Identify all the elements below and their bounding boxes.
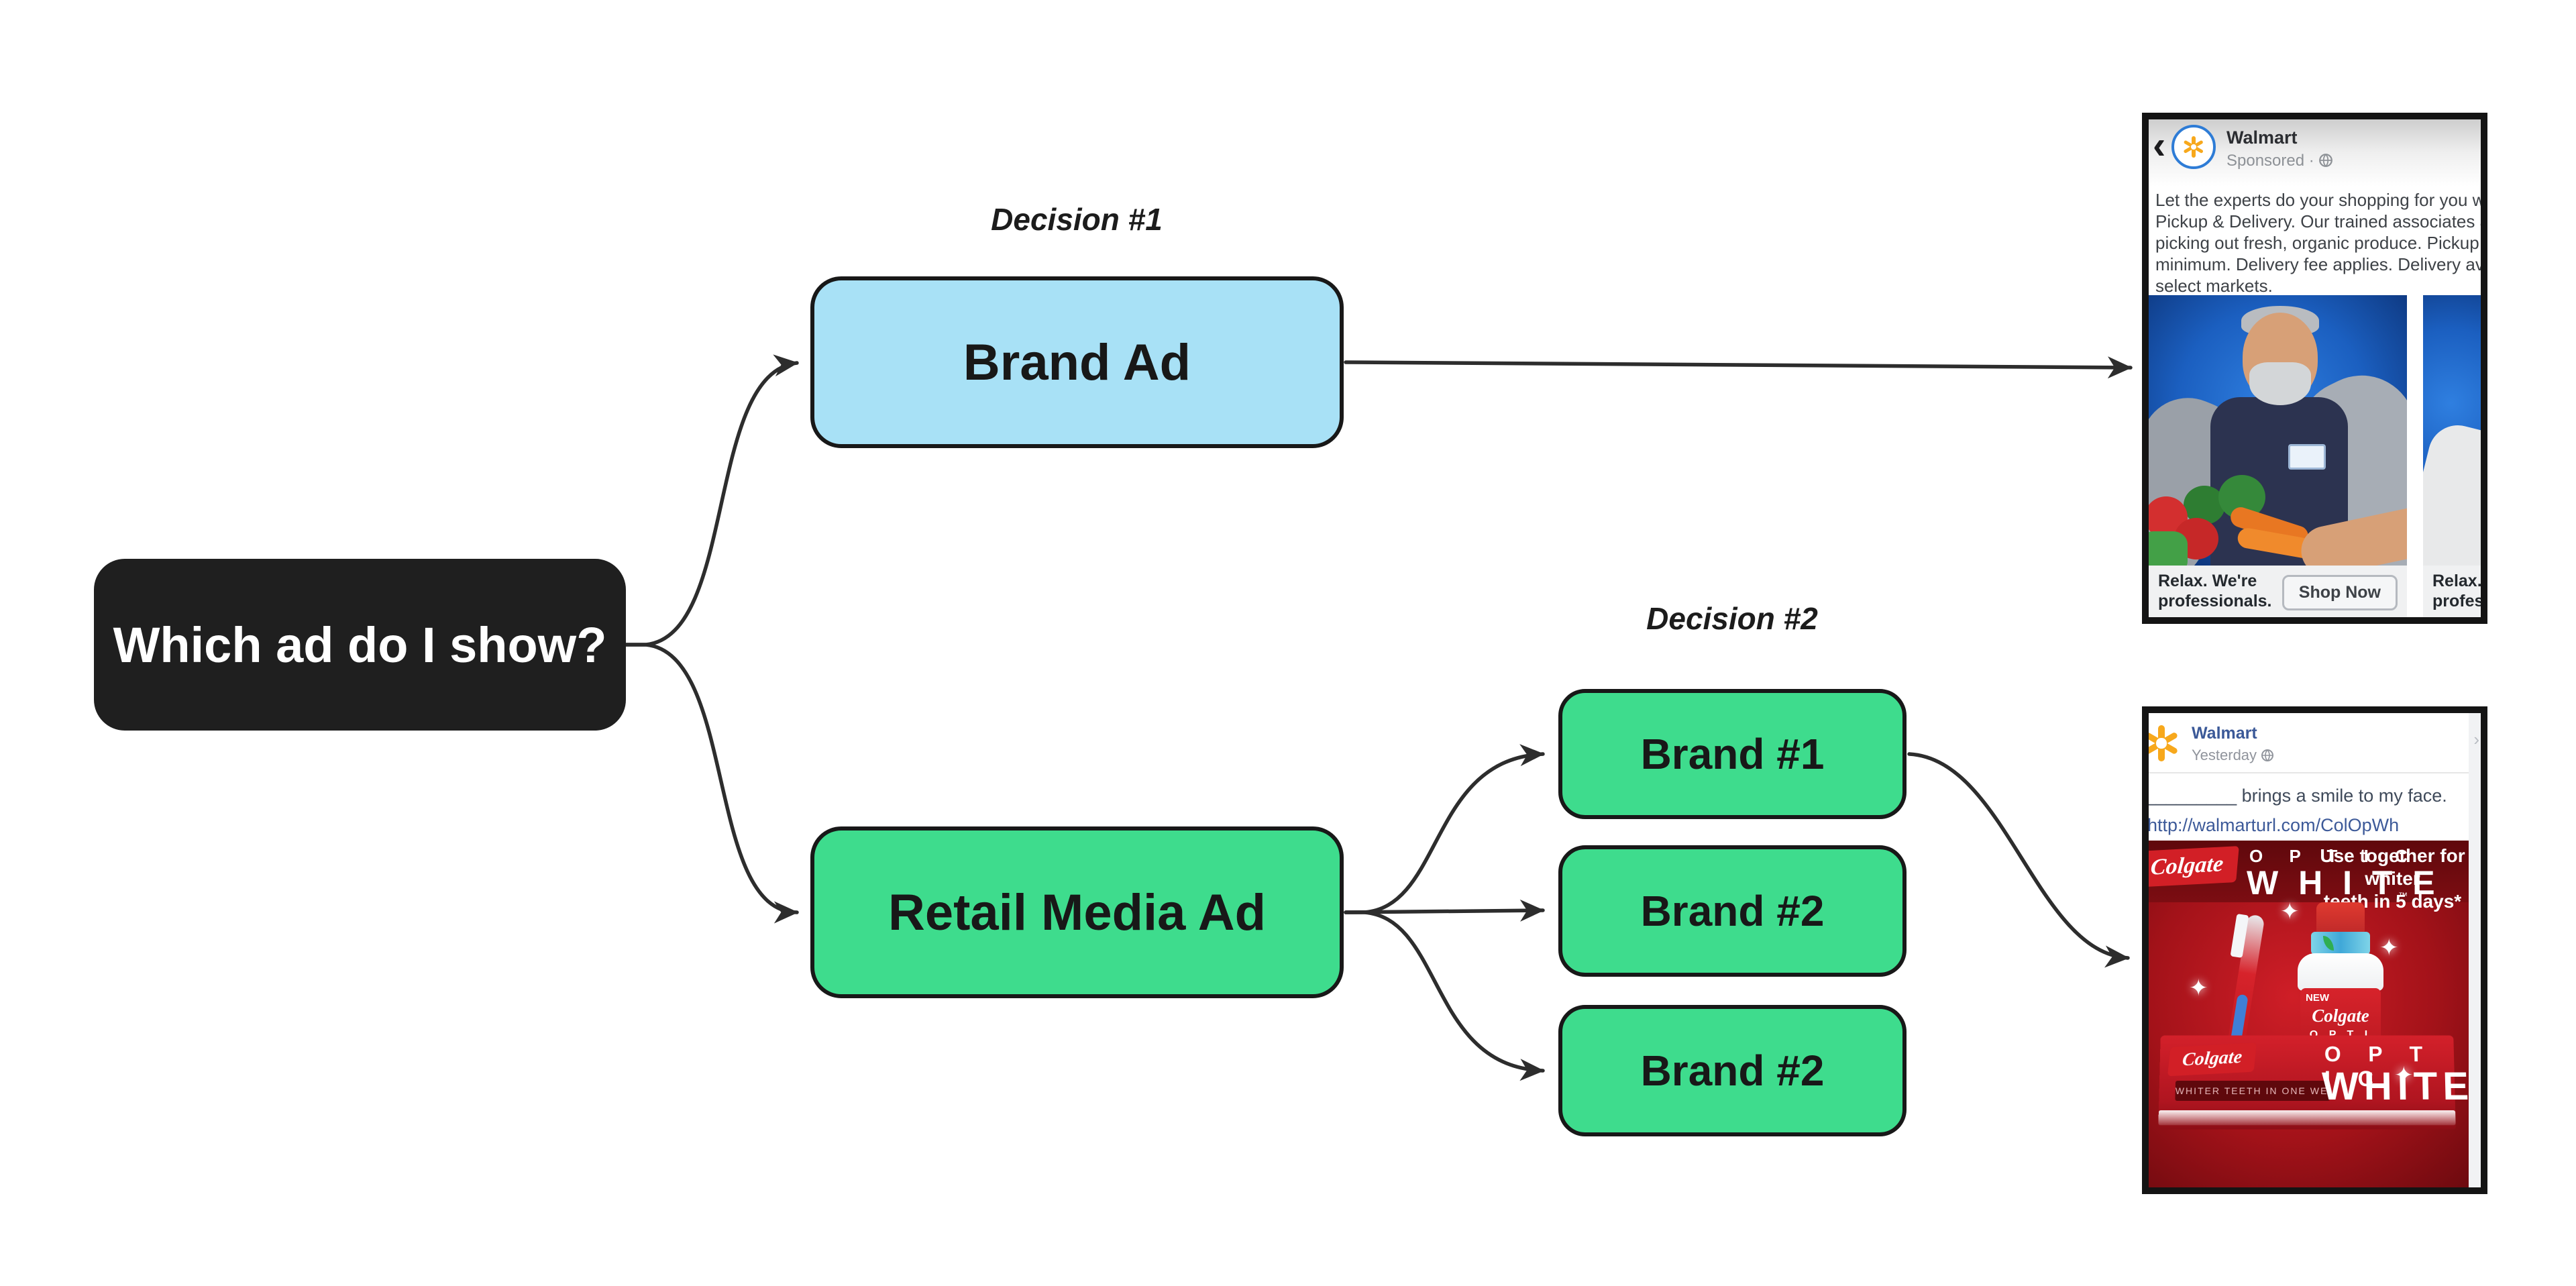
- bottle-shoulder: [2298, 953, 2383, 991]
- retail-media-ad-example-screenshot: Walmart Yesterday _________ brings a smi…: [2142, 706, 2487, 1194]
- stand-colgate-logo: Colgate: [2167, 1042, 2257, 1077]
- associate-beard: [2249, 362, 2311, 405]
- ad-body-line: Pickup & Delivery. Our trained associate…: [2155, 211, 2481, 231]
- carousel-card1-image[interactable]: [2149, 295, 2407, 566]
- colgate-creative-image[interactable]: Colgate O P T I C W H I T E ™ Use togeth…: [2149, 841, 2469, 1187]
- brand1-node: Brand #1: [1558, 689, 1907, 819]
- bottle-cap: [2316, 902, 2365, 933]
- headline-line: Use together for whiter: [2320, 845, 2465, 889]
- carousel-card1-footer: Relax. We're professionals. Shop Now: [2149, 566, 2407, 617]
- arrow-retail-to-brand2b: [1344, 910, 1545, 1081]
- caption-line: professionals.: [2158, 592, 2272, 610]
- carousel-card2-footer: Relax. profes: [2423, 566, 2481, 617]
- stand-tagline: WHITER TEETH IN ONE WEEK: [2175, 1081, 2330, 1102]
- header-divider: [2149, 772, 2469, 773]
- name-badge: [2288, 444, 2326, 470]
- time-text: Yesterday: [2192, 747, 2261, 763]
- bottle-colgate-logo: Colgate: [2312, 1006, 2369, 1026]
- decision1-label: Decision #1: [991, 202, 1163, 237]
- arrow-brand1-to-ad: [1907, 752, 2130, 968]
- ad-body-copy: Let the experts do your shopping for you…: [2155, 189, 2481, 296]
- card2-caption: Relax. profes: [2432, 571, 2484, 611]
- sponsored-label: Sponsored ·: [2226, 152, 2333, 170]
- arrow-brandad-to-ad: [1344, 356, 2133, 379]
- sparkle-icon: ✦: [2280, 899, 2300, 924]
- second-associate-shirt: [2423, 419, 2481, 566]
- colgate-logo: Colgate: [2149, 846, 2239, 888]
- decision2-label: Decision #2: [1646, 601, 1818, 636]
- root-question-node: Which ad do I show?: [94, 559, 626, 731]
- back-chevron-icon[interactable]: ‹: [2153, 123, 2166, 167]
- brand2-duplicate-node: Brand #2: [1558, 1005, 1907, 1136]
- shop-now-button[interactable]: Shop Now: [2282, 575, 2398, 610]
- page-curl-icon: ›: [2473, 729, 2479, 749]
- ad-body-line: select markets.: [2155, 276, 2273, 296]
- post-text: _________ brings a smile to my face.: [2146, 786, 2447, 806]
- toothbrush-grip: [2230, 994, 2249, 1042]
- optic-text: O P T I C: [2249, 846, 2418, 866]
- post-time: Yesterday: [2192, 747, 2274, 764]
- ad-body-line: Let the experts do your shopping for you…: [2155, 190, 2481, 210]
- arrow-root-to-retail: [624, 643, 799, 924]
- bottle-mint-band: [2311, 932, 2370, 955]
- brand-ad-node: Brand Ad: [810, 276, 1344, 448]
- retail-media-ad-node: Retail Media Ad: [810, 826, 1344, 998]
- fb-ad-header: ‹ Walmart Sponsored ·: [2149, 119, 2481, 186]
- sponsored-text: Sponsored ·: [2226, 152, 2319, 170]
- caption-line: Relax.: [2432, 572, 2482, 590]
- carousel-card2-image[interactable]: [2423, 295, 2481, 566]
- advertiser-name[interactable]: Walmart: [2226, 127, 2298, 148]
- sparkle-icon: ✦: [2394, 1063, 2414, 1088]
- white-text: W H I T E: [2247, 864, 2440, 902]
- sparkle-icon: ✦: [2379, 935, 2399, 961]
- card1-caption: Relax. We're professionals.: [2158, 571, 2272, 611]
- globe-icon: [2261, 749, 2274, 761]
- brand2-node: Brand #2: [1558, 845, 1907, 977]
- caption-line: Relax. We're: [2158, 572, 2257, 590]
- arrow-retail-to-brand1: [1344, 744, 1545, 914]
- ad-body-line: minimum. Delivery fee applies. Delivery …: [2155, 254, 2481, 274]
- arrow-root-to-brandad: [624, 354, 799, 647]
- walmart-avatar: [2171, 125, 2216, 169]
- page-name[interactable]: Walmart: [2192, 724, 2257, 743]
- walmart-spark-icon: [2149, 725, 2180, 761]
- arrow-retail-to-brand2a: [1344, 899, 1545, 922]
- sparkle-icon: ✦: [2189, 975, 2208, 1001]
- pepper-graphic: [2149, 531, 2188, 566]
- stand-glow-base: [2158, 1110, 2456, 1126]
- post-link[interactable]: http://walmarturl.com/ColOpWh: [2147, 815, 2400, 835]
- walmart-spark-icon: [2183, 136, 2204, 158]
- globe-icon: [2319, 154, 2333, 167]
- right-scroll-rail[interactable]: [2469, 713, 2481, 1187]
- creative-banner: Colgate O P T I C W H I T E ™ Use togeth…: [2149, 841, 2469, 912]
- caption-line: profes: [2432, 592, 2484, 610]
- brand-ad-example-screenshot: ‹ Walmart Sponsored · Let the experts do…: [2142, 113, 2487, 624]
- ad-body-line: picking out fresh, organic produce. Pick…: [2155, 233, 2481, 253]
- toothbrush-bristles: [2230, 913, 2249, 959]
- new-badge: NEW: [2306, 992, 2329, 1004]
- trademark-symbol: ™: [2398, 890, 2408, 901]
